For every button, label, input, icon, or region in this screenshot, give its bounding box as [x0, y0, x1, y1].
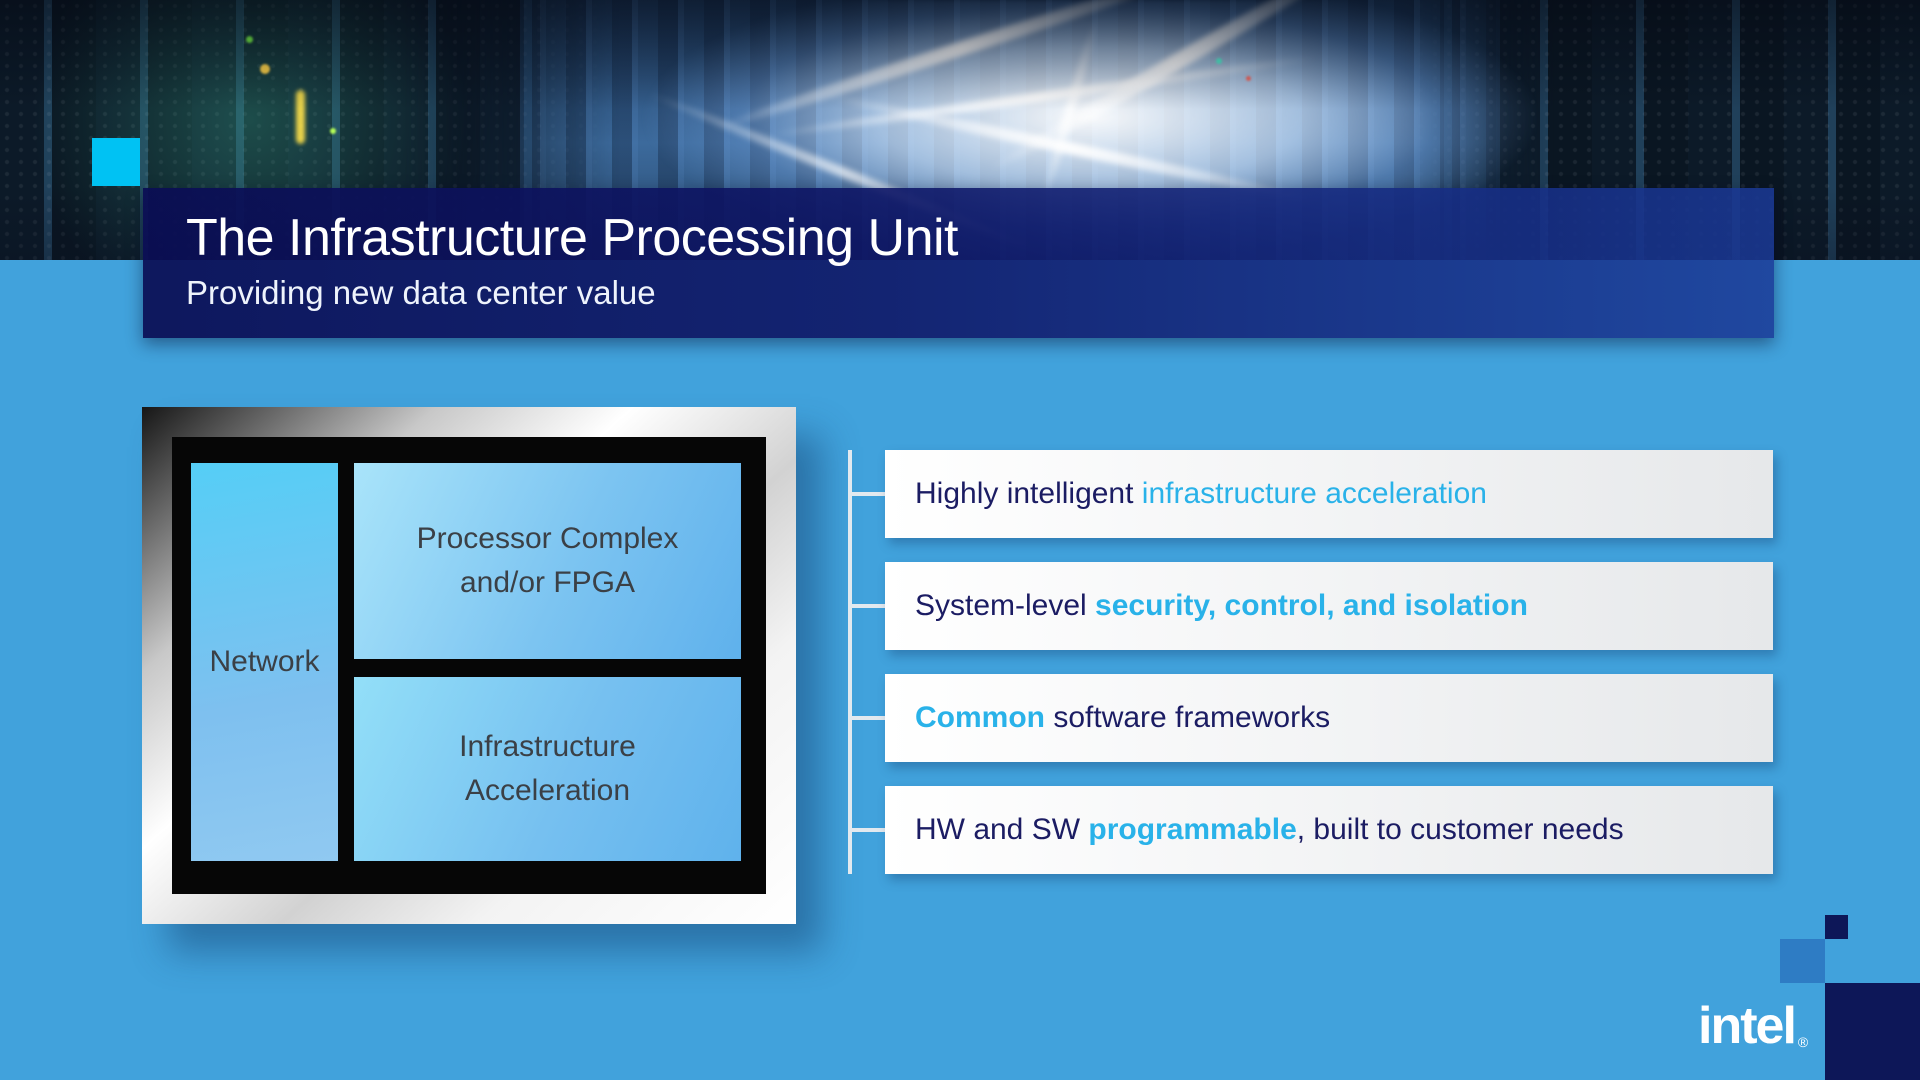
- acceleration-label-line1: Infrastructure: [459, 730, 636, 764]
- bullet-bar-intelligent-acceleration: Highly intelligent infrastructure accele…: [885, 450, 1773, 538]
- processor-label-line2: and/or FPGA: [459, 565, 636, 599]
- connector-line: [848, 450, 885, 874]
- bullet-text: System-level: [915, 589, 1096, 622]
- decor-square-navy-small: [1825, 915, 1848, 939]
- light-streak: [1039, 17, 1101, 203]
- bullet-highlight: Common: [915, 701, 1045, 734]
- processor-label-line1: Processor Complex: [416, 522, 679, 556]
- acceleration-label-line2: Acceleration: [464, 773, 631, 807]
- rack-led: [330, 128, 336, 134]
- title-band: The Infrastructure Processing Unit Provi…: [143, 188, 1774, 338]
- slide-subtitle: Providing new data center value: [186, 274, 656, 312]
- light-streak: [984, 0, 1366, 178]
- bullet-highlight: infrastructure acceleration: [1141, 477, 1487, 510]
- intel-logo: intel ®: [1698, 996, 1808, 1056]
- bullet-text: software frameworks: [1045, 701, 1331, 734]
- bullet-bar-security: System-level security, control, and isol…: [885, 562, 1773, 650]
- registered-mark: ®: [1797, 1034, 1809, 1050]
- light-streak: [710, 0, 1210, 137]
- bullet-highlight: security, control, and isolation: [1095, 589, 1528, 622]
- rack-led: [260, 64, 270, 74]
- intel-logo-text: intel: [1698, 997, 1797, 1055]
- rack-led: [1246, 76, 1251, 81]
- network-label: Network: [209, 645, 320, 679]
- bullet-highlight: programmable: [1088, 813, 1297, 846]
- slide-title: The Infrastructure Processing Unit: [186, 209, 959, 267]
- network-block: Network: [191, 463, 338, 861]
- bullet-text: HW and SW: [915, 813, 1089, 846]
- connector-tick: [852, 828, 885, 832]
- bullet-text: Highly intelligent: [915, 477, 1142, 510]
- chip-right-column: Processor Complex and/or FPGA Infrastruc…: [354, 463, 741, 861]
- processor-complex-block: Processor Complex and/or FPGA: [354, 463, 741, 659]
- connector-tick: [852, 716, 885, 720]
- light-streak: [762, 53, 1318, 141]
- rack-led: [296, 90, 305, 144]
- connector-tick: [852, 604, 885, 608]
- bullet-bar-programmable: HW and SW programmable, built to custome…: [885, 786, 1773, 874]
- decor-rect-navy: [1825, 983, 1920, 1080]
- ipu-chip-diagram: Network Processor Complex and/or FPGA In…: [142, 407, 796, 924]
- decor-square-blue: [1780, 939, 1825, 983]
- chip-body: Network Processor Complex and/or FPGA In…: [172, 437, 766, 894]
- rack-led: [246, 36, 253, 43]
- connector-tick: [852, 492, 885, 496]
- infrastructure-acceleration-block: Infrastructure Acceleration: [354, 676, 741, 861]
- rack-led: [1216, 58, 1222, 64]
- bullet-text: , built to customer needs: [1296, 813, 1624, 846]
- bullet-bar-frameworks: Common software frameworks: [885, 674, 1773, 762]
- cyan-accent-square: [92, 138, 140, 186]
